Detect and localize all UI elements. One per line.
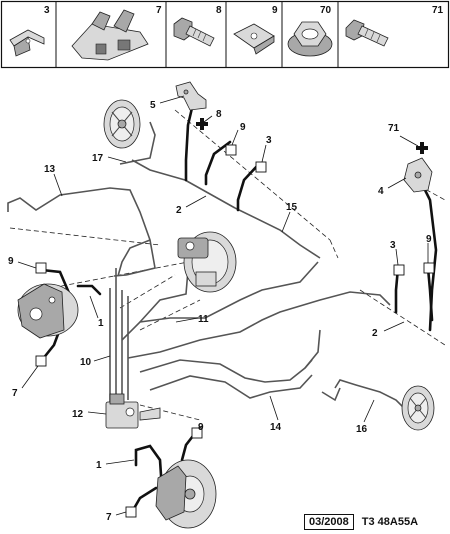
label-71: 71 <box>388 123 400 134</box>
label-1: 1 <box>96 460 102 471</box>
label-11: 11 <box>198 314 209 325</box>
bolt-icon <box>173 17 215 47</box>
clip-icon <box>9 29 45 57</box>
callout-cell-70[interactable]: 70 <box>287 5 333 57</box>
callout-cell-3[interactable]: 3 <box>9 5 50 57</box>
footer-reference: T3 48A55A <box>361 516 419 528</box>
rear-drum-right <box>401 385 435 431</box>
label-3: 3 <box>266 135 272 146</box>
label-8: 8 <box>216 109 222 120</box>
label-10: 10 <box>80 357 92 368</box>
part-labels: 5 8 9 3 17 13 2 15 71 4 3 9 2 9 1 7 11 1… <box>8 100 432 523</box>
label-13: 13 <box>44 164 56 175</box>
bolt-71-marker <box>416 142 428 154</box>
label-16: 16 <box>356 424 368 435</box>
label-9: 9 <box>198 422 204 433</box>
callout-number: 8 <box>216 5 222 16</box>
bracket-5 <box>175 81 207 111</box>
label-12: 12 <box>72 409 84 420</box>
callout-cell-7[interactable]: 7 <box>71 5 162 61</box>
brake-pipes <box>7 121 405 409</box>
label-1: 1 <box>98 318 104 329</box>
bracket-4 <box>403 157 433 193</box>
callout-number: 7 <box>156 5 162 16</box>
leader-lines <box>17 95 429 516</box>
footer-date: 03/2008 <box>304 514 354 530</box>
label-14: 14 <box>270 422 282 433</box>
label-4: 4 <box>378 186 384 197</box>
front-left-caliper <box>17 283 79 339</box>
label-5: 5 <box>150 100 156 111</box>
rear-drum-top-left <box>103 99 141 149</box>
label-2: 2 <box>176 205 182 216</box>
bolt-8-marker <box>196 118 208 130</box>
master-cylinder <box>177 231 237 293</box>
label-7: 7 <box>106 512 112 523</box>
label-3: 3 <box>390 240 396 251</box>
label-17: 17 <box>92 153 104 164</box>
diagram-footer: 03/2008 T3 48A55A <box>304 514 418 530</box>
abs-block <box>105 393 161 429</box>
label-9: 9 <box>8 256 14 267</box>
callout-cell-9[interactable]: 9 <box>233 5 278 55</box>
callout-strip: 3 7 8 <box>0 0 450 69</box>
screw-icon <box>345 19 389 47</box>
reference-boxes <box>35 144 435 518</box>
label-15: 15 <box>286 202 298 213</box>
label-9: 9 <box>240 122 246 133</box>
label-2: 2 <box>372 328 378 339</box>
callout-number: 71 <box>432 5 444 16</box>
callout-number: 70 <box>320 5 332 16</box>
bracket-clip-icon <box>71 9 149 61</box>
callout-number: 3 <box>44 5 50 16</box>
label-7: 7 <box>12 388 18 399</box>
callout-number: 9 <box>272 5 278 16</box>
callout-cell-8[interactable]: 8 <box>173 5 222 47</box>
flange-nut-icon <box>287 21 333 57</box>
callout-cell-71[interactable]: 71 <box>345 5 444 47</box>
front-right-disc <box>155 459 217 529</box>
components <box>17 81 435 529</box>
spring-clip-icon <box>233 23 275 55</box>
flexible-hoses <box>40 106 438 514</box>
label-9: 9 <box>426 234 432 245</box>
